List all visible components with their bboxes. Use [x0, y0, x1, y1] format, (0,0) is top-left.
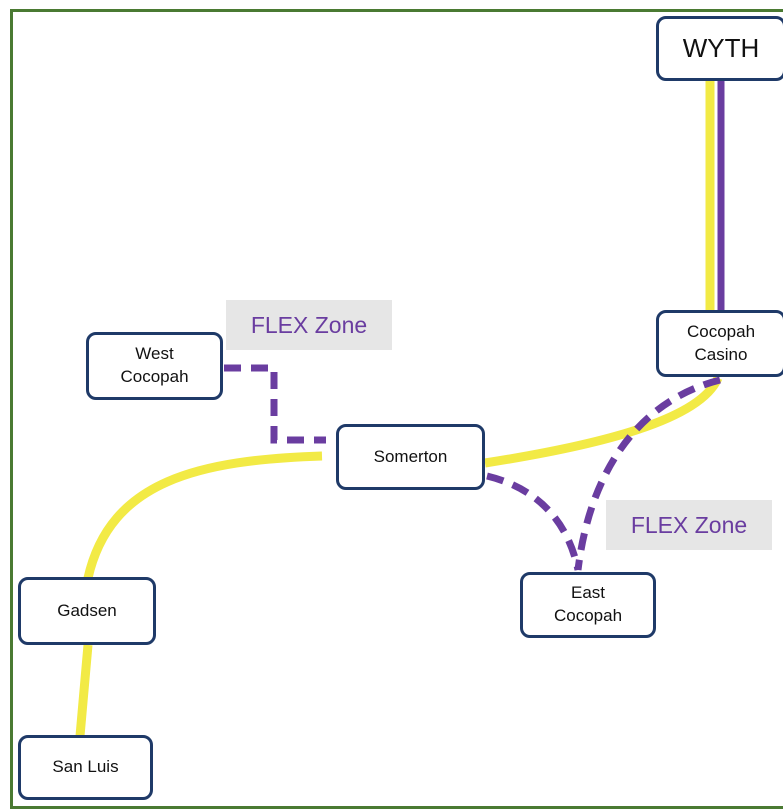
stop-san-luis: San Luis: [18, 735, 153, 800]
flex-zone-label-south: FLEX Zone: [606, 500, 772, 550]
stop-somerton: Somerton: [336, 424, 485, 490]
purple-flex-route-east: [486, 472, 582, 571]
yellow-route-gadsen-sanluis: [75, 644, 93, 737]
stop-wyth: WYTH: [656, 16, 783, 81]
stop-gadsen: Gadsen: [18, 577, 156, 645]
stop-cocopah-casino: Cocopah Casino: [656, 310, 783, 377]
stop-west-cocopah: West Cocopah: [86, 332, 223, 400]
purple-flex-route-west: [224, 364, 326, 444]
stop-east-cocopah: East Cocopah: [520, 572, 656, 638]
flex-zone-label-north: FLEX Zone: [226, 300, 392, 350]
purple-flex-route-casino-east: [574, 376, 721, 571]
yellow-route-somerton-gadsen: [83, 451, 323, 579]
